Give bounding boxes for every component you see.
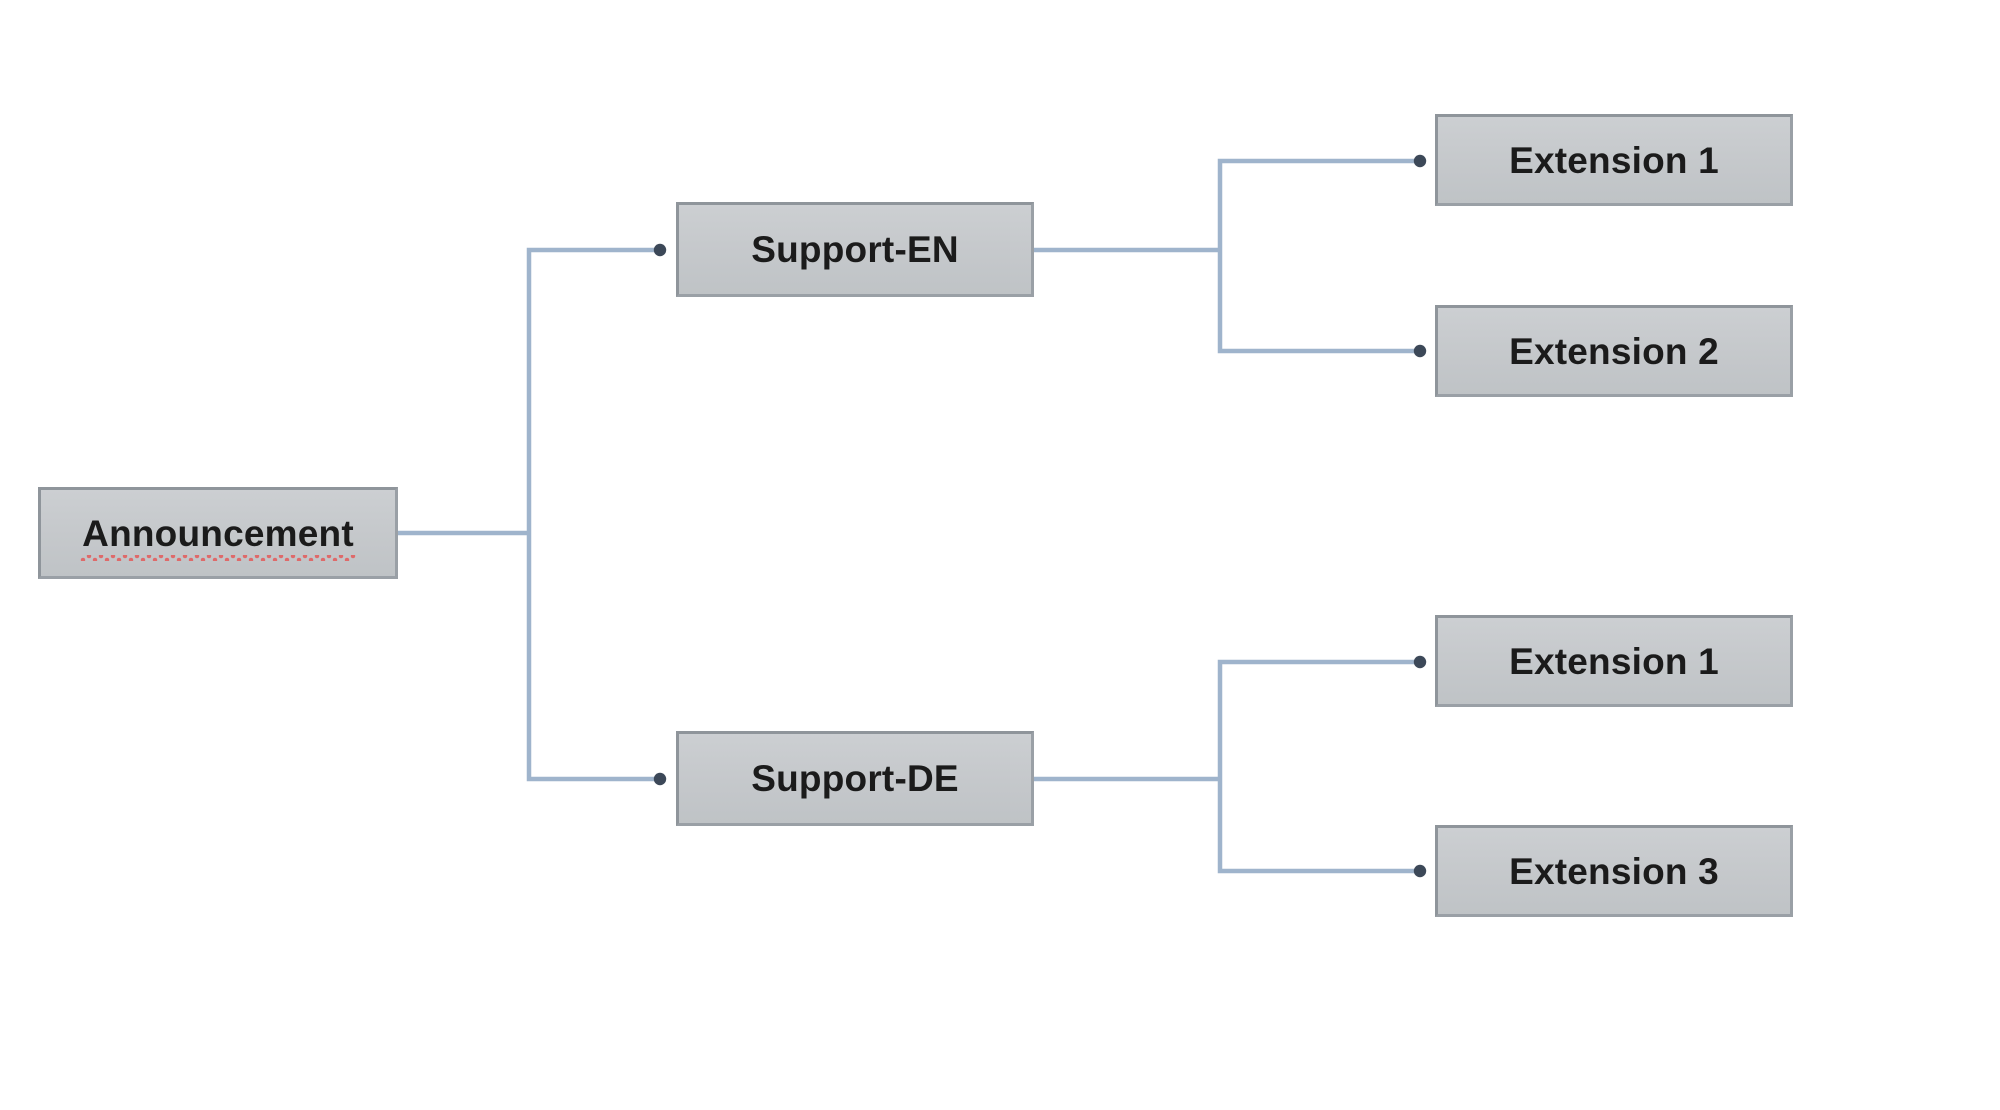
edge-support-en-to-ext-1 — [1217, 154, 1427, 250]
node-extension-de-1[interactable]: Extension 1 — [1435, 615, 1793, 707]
node-announcement-label: Announcement — [80, 512, 356, 561]
node-support-de-label: Support-DE — [751, 758, 959, 799]
node-extension-en-2-label: Extension 2 — [1509, 330, 1719, 372]
node-support-en[interactable]: Support-EN — [676, 202, 1034, 297]
node-support-en-label: Support-EN — [751, 229, 959, 270]
node-extension-en-1-label: Extension 1 — [1509, 139, 1719, 181]
edge-announcement-to-support-de — [526, 533, 667, 786]
node-extension-de-2[interactable]: Extension 3 — [1435, 825, 1793, 917]
edge-support-en-to-ext-2 — [1217, 250, 1427, 358]
node-extension-de-2-label: Extension 3 — [1509, 850, 1719, 892]
node-announcement[interactable]: Announcement — [38, 487, 398, 579]
node-extension-en-1[interactable]: Extension 1 — [1435, 114, 1793, 206]
node-extension-en-2[interactable]: Extension 2 — [1435, 305, 1793, 397]
node-extension-de-1-label: Extension 1 — [1509, 640, 1719, 682]
edge-support-de-to-ext-3 — [1217, 779, 1427, 878]
node-support-de[interactable]: Support-DE — [676, 731, 1034, 826]
edge-announcement-to-support-en — [526, 243, 667, 533]
edge-support-de-to-ext-1 — [1217, 655, 1427, 779]
